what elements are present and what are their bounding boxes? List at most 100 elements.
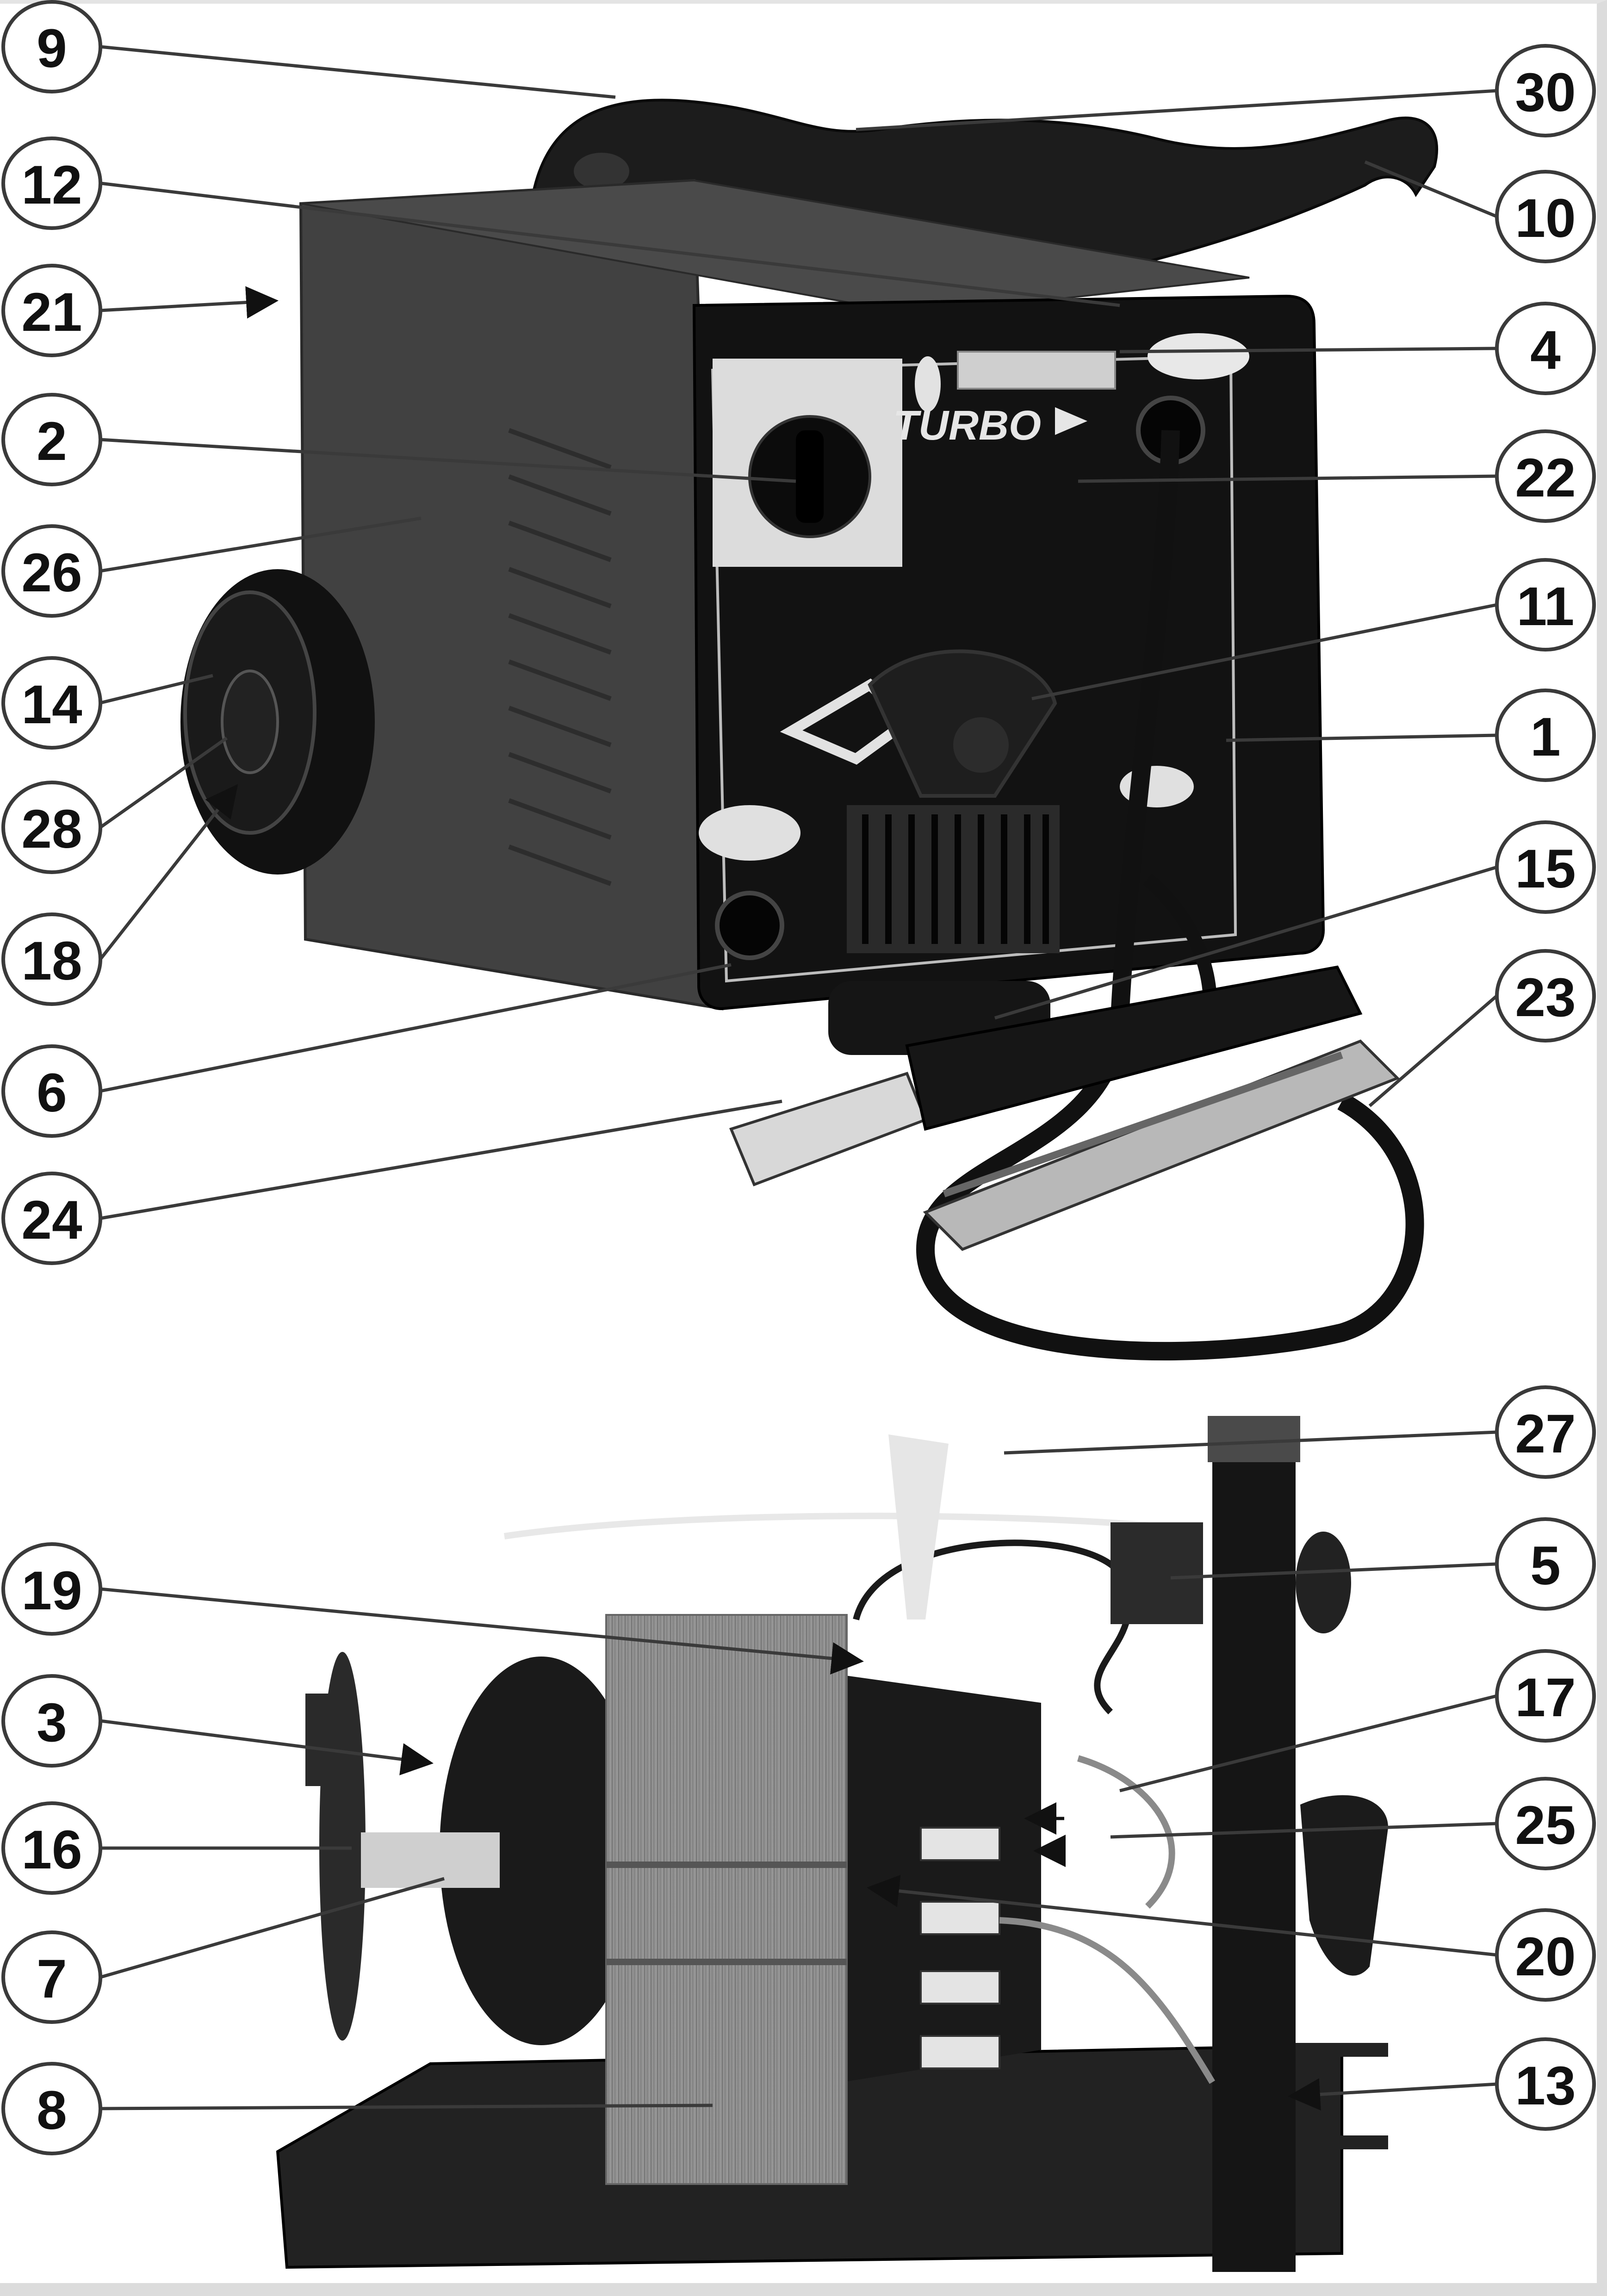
callout-number: 23 (1515, 967, 1576, 1028)
leader-line (100, 2104, 713, 2110)
callout-number: 17 (1515, 1667, 1576, 1728)
wheel-hub (221, 670, 279, 774)
welding-cable (916, 430, 1424, 1361)
callout-13: 13 (1288, 2037, 1596, 2131)
leader-line (100, 1587, 864, 1675)
primary-coil-housing (440, 1657, 643, 2045)
callout-4: 4 (1119, 302, 1596, 395)
callout-number: 9 (37, 18, 67, 79)
callout-number: 15 (1515, 838, 1576, 900)
callout-3: 3 (1, 1674, 434, 1775)
callout-circle (1, 393, 102, 486)
indicator-lamp (915, 356, 941, 412)
callout-25: 25 (1110, 1777, 1596, 1870)
callout-24: 24 (1, 1099, 782, 1265)
callout-30: 30 (856, 44, 1596, 137)
callout-21: 21 (1, 264, 279, 357)
callout-10: 10 (1364, 160, 1596, 263)
callout-circle (1, 524, 102, 618)
interior-crank-handle (1300, 1795, 1388, 1976)
callout-number: 7 (37, 1948, 67, 2010)
callout-circle (1, 1172, 102, 1265)
terminal-blocks (920, 1827, 1000, 2069)
callout-number: 28 (21, 799, 82, 860)
callout-6: 6 (1, 963, 732, 1138)
callout-20: 20 (867, 1874, 1596, 2002)
callout-circle (1, 1674, 102, 1768)
leader-line (1119, 347, 1497, 354)
callout-number: 4 (1530, 320, 1561, 381)
callout-number: 21 (21, 282, 82, 343)
callout-number: 20 (1515, 1926, 1576, 1987)
callout-number: 12 (21, 155, 82, 216)
callout-circle (1, 1801, 102, 1895)
label-badge-top (1148, 333, 1249, 379)
callout-number: 5 (1530, 1535, 1561, 1596)
callout-circle (1, 0, 102, 93)
current-selector-knob[interactable] (748, 415, 871, 538)
callout-9: 9 (1, 0, 616, 99)
leader-line (100, 674, 213, 705)
leader-line (1119, 1694, 1497, 1793)
callout-1: 1 (1226, 689, 1596, 782)
callout-number: 6 (37, 1062, 67, 1123)
interior-front-panel (1212, 1425, 1296, 2272)
handle-grip-left (574, 153, 629, 190)
callout-circle (1495, 44, 1596, 137)
callout-18: 18 (1, 784, 238, 1006)
callout-number: 16 (21, 1819, 82, 1880)
callout-number: 27 (1515, 1403, 1576, 1464)
leader-line (1170, 1562, 1497, 1580)
electrode-holder (729, 965, 1363, 1186)
interior-selector-knob (1296, 1532, 1351, 1633)
callout-circle (1495, 1385, 1596, 1479)
leader-line (1078, 474, 1497, 483)
callout-number: 11 (1517, 576, 1575, 637)
callout-circle (1495, 820, 1596, 914)
leader-line (99, 737, 228, 829)
callout-circle (1, 781, 102, 874)
side-vent-slots (508, 428, 612, 886)
leader-line (99, 784, 238, 961)
callout-circle (1495, 949, 1596, 1043)
cooling-fan (305, 1652, 500, 2041)
leader-line (1031, 603, 1497, 701)
callout-17: 17 (1119, 1649, 1596, 1793)
callout-27: 27 (1004, 1385, 1596, 1479)
callout-circle (1495, 1649, 1596, 1743)
brand-logo: TURBO (893, 403, 1041, 449)
leader-line (856, 89, 1497, 131)
thermal-indicator-window (957, 351, 1116, 390)
housing-top (300, 179, 1250, 316)
callout-26: 26 (1, 516, 422, 618)
callout-19: 19 (1, 1542, 864, 1675)
callout-number: 2 (37, 411, 67, 472)
callout-number: 3 (37, 1692, 67, 1753)
interior-front-panel-top (1208, 1416, 1300, 1462)
callout-circle (1, 137, 102, 230)
callouts-layer: 9122122614281862419316783010422111152327… (1, 0, 1596, 2155)
leader-line (1364, 160, 1498, 218)
callout-number: 14 (21, 674, 82, 735)
adjustment-crank[interactable] (780, 649, 1057, 798)
callout-circle (1495, 429, 1596, 523)
callout-number: 13 (1515, 2055, 1576, 2116)
brand-logo-arrow-icon (1055, 407, 1087, 435)
leader-line (100, 1877, 445, 1979)
leader-line (1004, 1430, 1497, 1455)
callout-8: 8 (1, 2062, 713, 2155)
callout-circle (1, 1044, 102, 1138)
callout-15: 15 (994, 820, 1596, 1020)
leader-line (1288, 2078, 1497, 2111)
callout-number: 1 (1530, 707, 1561, 768)
leader-line (1110, 1822, 1497, 1839)
callout-number: 8 (37, 2080, 67, 2141)
callout-number: 22 (1515, 447, 1576, 509)
callout-circle (1, 1930, 102, 2024)
callout-circle (1, 1542, 102, 1636)
callout-number: 25 (1515, 1795, 1576, 1856)
callout-28: 28 (1, 737, 228, 874)
output-socket-negative (715, 891, 784, 960)
